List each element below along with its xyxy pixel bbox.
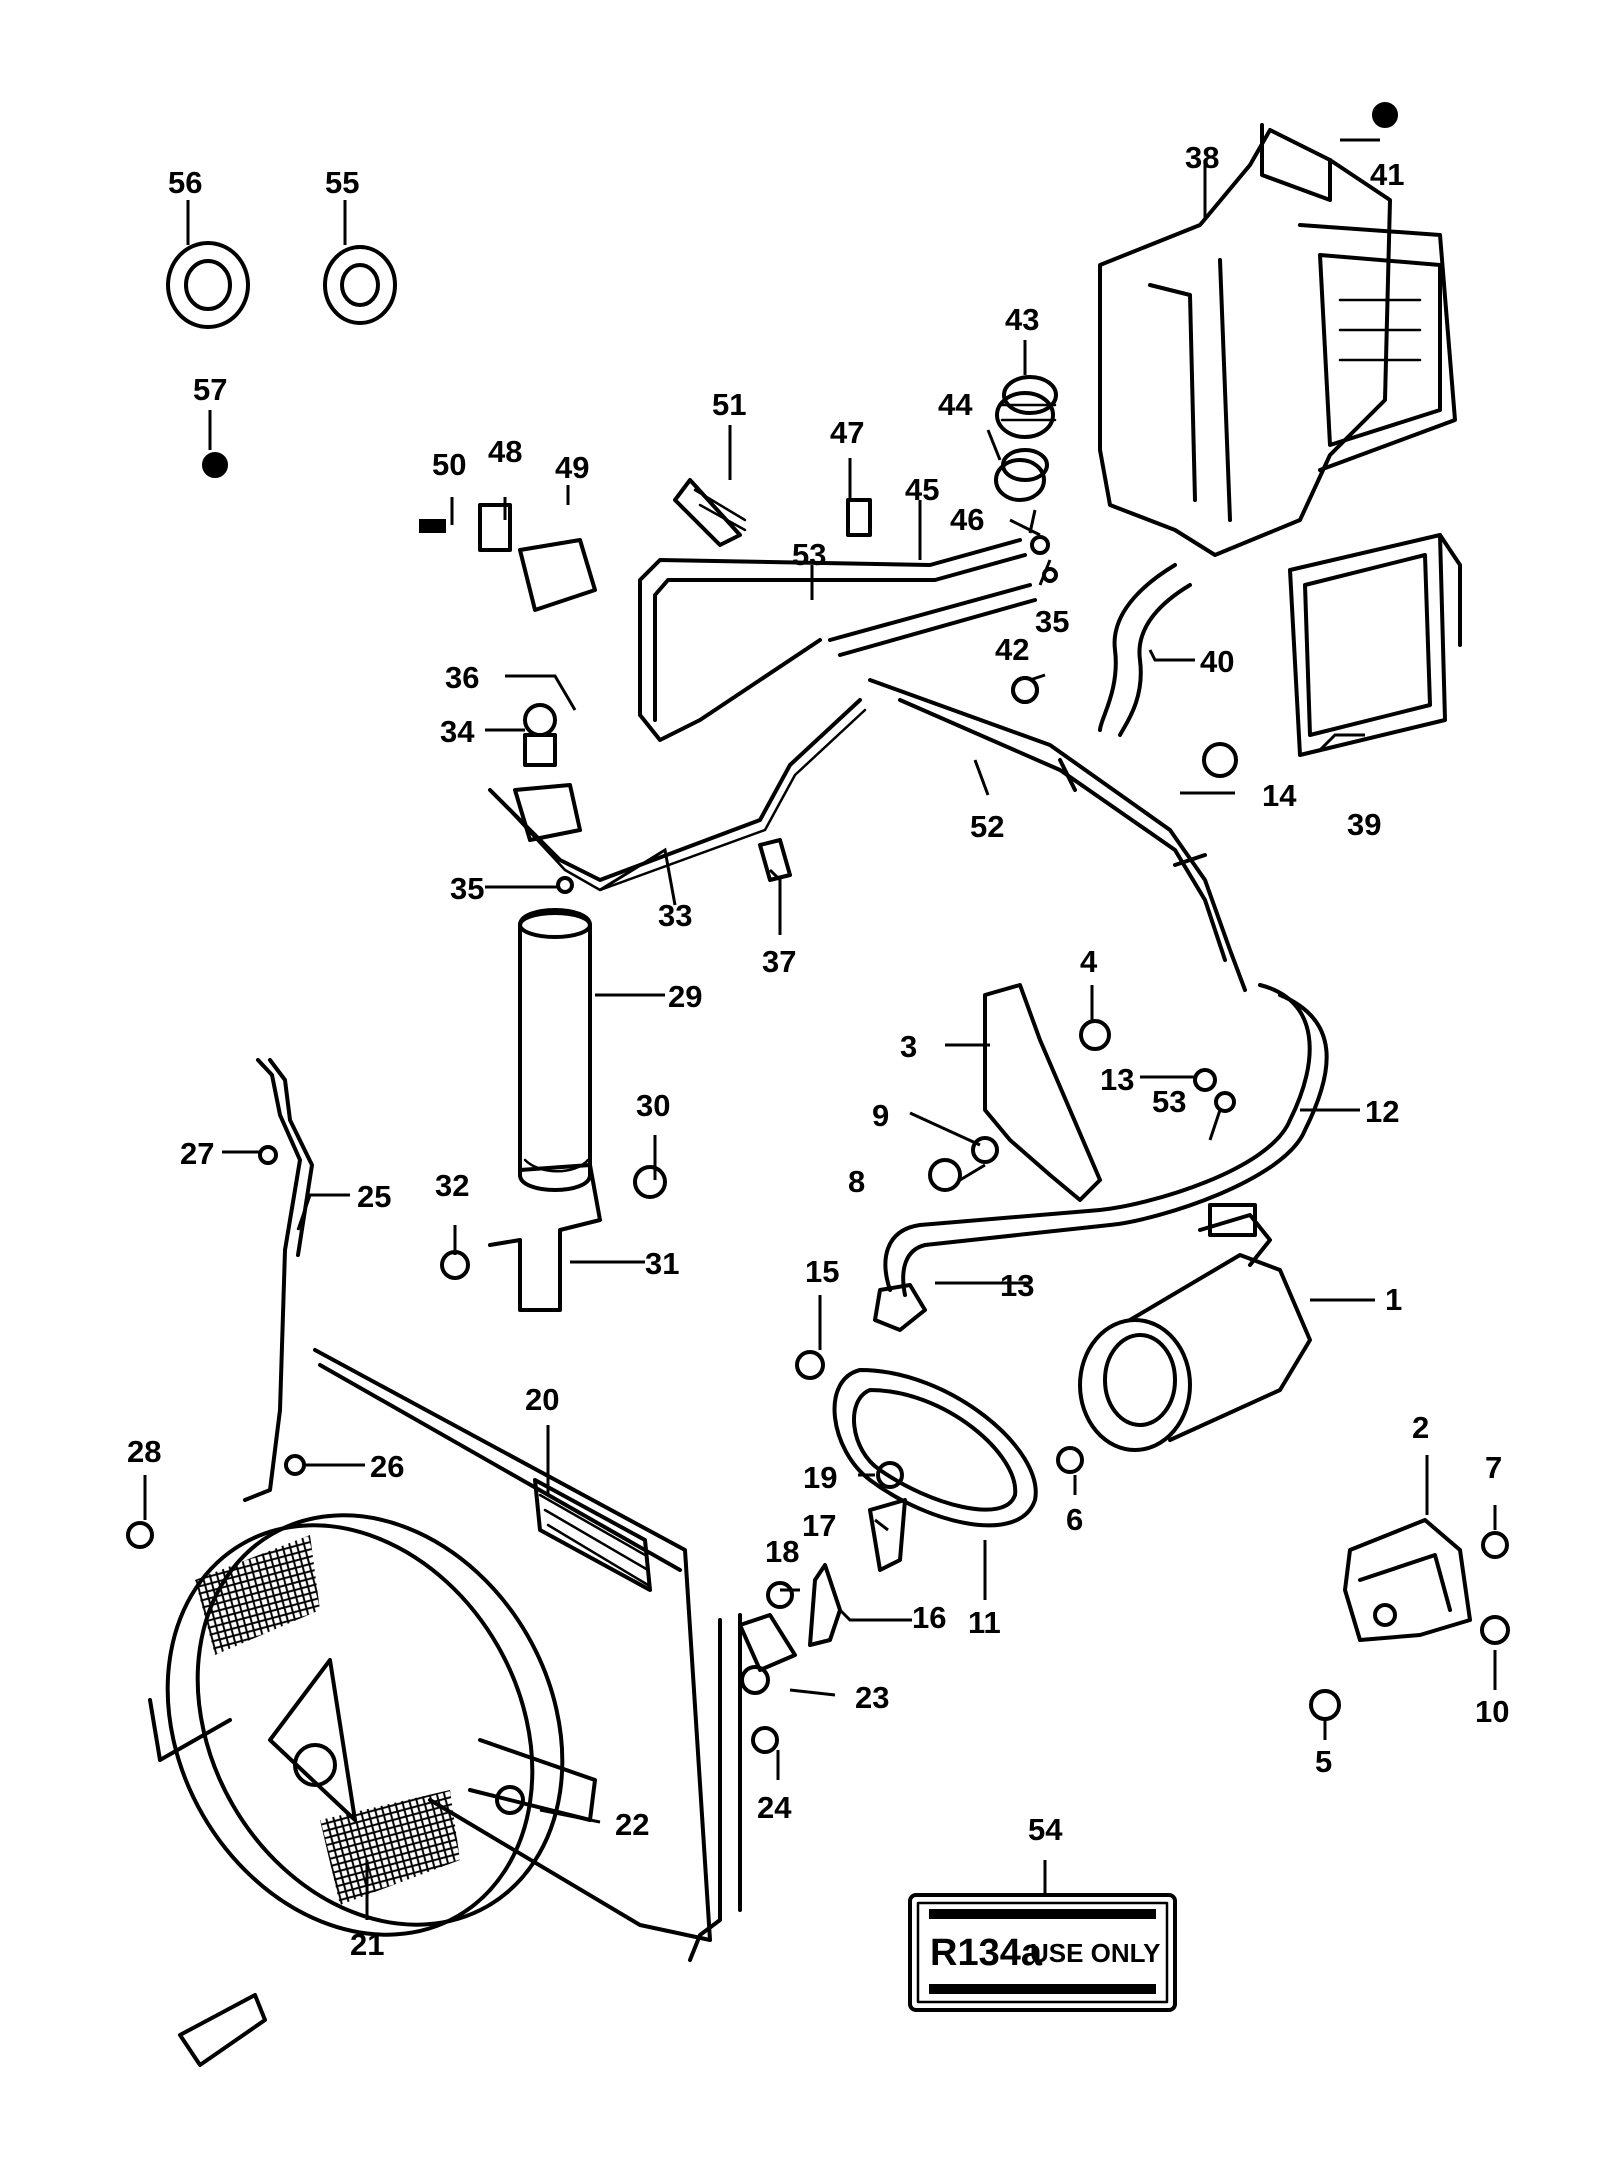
callout-7: 7	[1485, 1450, 1502, 1485]
callout-8: 8	[848, 1164, 865, 1199]
mounting-bracket	[1343, 1518, 1472, 1642]
callout-47: 47	[830, 415, 864, 450]
callout-37: 37	[762, 944, 796, 979]
callout-4: 4	[1080, 944, 1098, 979]
evaporator-case	[1098, 123, 1457, 557]
callout-5: 5	[1315, 1744, 1332, 1779]
callout-48: 48	[488, 434, 522, 469]
compressor-bracket	[983, 983, 1102, 1202]
callout-35-right: 35	[1035, 604, 1069, 639]
callout-14: 14	[1262, 778, 1297, 813]
refrigerant-label: R134a USE ONLY	[908, 1893, 1177, 2012]
callout-26: 26	[370, 1449, 404, 1484]
callout-2: 2	[1412, 1410, 1429, 1445]
callout-17: 17	[802, 1508, 836, 1543]
callout-40: 40	[1200, 644, 1234, 679]
callout-16: 16	[912, 1600, 946, 1635]
callout-6: 6	[1066, 1502, 1083, 1537]
callout-24: 24	[757, 1790, 792, 1825]
label-code: R134a	[930, 1932, 1043, 1974]
callout-1: 1	[1385, 1282, 1402, 1317]
callout-42: 42	[995, 632, 1029, 667]
callout-45: 45	[905, 472, 939, 507]
discharge-hose	[883, 983, 1312, 1292]
callout-22: 22	[615, 1807, 649, 1842]
label-note: USE ONLY	[1030, 1938, 1161, 1968]
callout-13-lower: 13	[1000, 1268, 1034, 1303]
leader-lines	[143, 138, 1497, 1920]
callout-20: 20	[525, 1382, 559, 1417]
grommet-44	[994, 448, 1049, 502]
callout-numbers: 1 2 3 4 5 6 7 8 9 10 11 12 13 13 14 15 1…	[127, 140, 1509, 1962]
callout-32: 32	[435, 1168, 469, 1203]
callout-13-upper: 13	[1100, 1062, 1134, 1097]
callout-23: 23	[855, 1680, 889, 1715]
callout-38: 38	[1185, 140, 1219, 175]
callout-44: 44	[938, 387, 973, 422]
support-rod-inner	[268, 1058, 314, 1257]
callout-12: 12	[1365, 1094, 1399, 1129]
callout-27: 27	[180, 1136, 214, 1171]
callout-53-lower: 53	[1152, 1084, 1186, 1119]
drain-hose	[1098, 563, 1177, 732]
callout-33: 33	[658, 898, 692, 933]
callout-50: 50	[432, 447, 466, 482]
support-rod	[243, 1058, 302, 1502]
callout-41: 41	[1370, 157, 1404, 192]
callout-52: 52	[970, 809, 1004, 844]
condenser	[313, 1348, 742, 1962]
ac-compressor	[1078, 1203, 1312, 1452]
callout-25: 25	[357, 1179, 391, 1214]
fan-shroud	[148, 1513, 597, 1937]
pressure-switch	[513, 703, 582, 842]
callout-9: 9	[872, 1098, 889, 1133]
callout-46: 46	[950, 502, 984, 537]
callout-56: 56	[168, 165, 202, 200]
callout-53-upper: 53	[792, 537, 826, 572]
hose-fitting	[873, 1283, 927, 1332]
callout-34: 34	[440, 714, 475, 749]
callout-49: 49	[555, 450, 589, 485]
receiver-drier	[518, 908, 592, 1192]
callout-19: 19	[803, 1460, 837, 1495]
callout-35-left: 35	[450, 871, 484, 906]
discharge-hose-inner	[901, 993, 1329, 1297]
drive-belt	[832, 1368, 1038, 1528]
callout-28: 28	[127, 1434, 161, 1469]
duct-frame	[1288, 533, 1462, 757]
receiver-pipe-inner	[498, 708, 867, 892]
callout-43: 43	[1005, 302, 1039, 337]
grommet-ring-55	[323, 245, 397, 325]
callout-39: 39	[1347, 807, 1381, 842]
grommet-43	[995, 375, 1058, 439]
callout-18: 18	[765, 1534, 799, 1569]
callout-3: 3	[900, 1029, 917, 1064]
callout-54: 54	[1028, 1812, 1063, 1847]
callout-29: 29	[668, 979, 702, 1014]
callout-55: 55	[325, 165, 359, 200]
liquid-pipe	[638, 538, 1027, 742]
callout-11: 11	[968, 1605, 1001, 1640]
callout-30: 30	[636, 1088, 670, 1123]
receiver-bracket	[488, 1163, 602, 1312]
callout-51: 51	[712, 387, 746, 422]
suction-hose	[828, 583, 1247, 992]
fasteners	[126, 102, 1510, 2067]
callout-15: 15	[805, 1254, 839, 1289]
callout-36: 36	[445, 660, 479, 695]
callout-10: 10	[1475, 1694, 1509, 1729]
drain-hose-inner	[1118, 583, 1192, 737]
grommet-ring-56	[166, 241, 250, 329]
callout-57: 57	[193, 372, 227, 407]
callout-31: 31	[645, 1246, 679, 1281]
receiver-pipe	[488, 698, 862, 882]
callout-21: 21	[350, 1927, 384, 1962]
